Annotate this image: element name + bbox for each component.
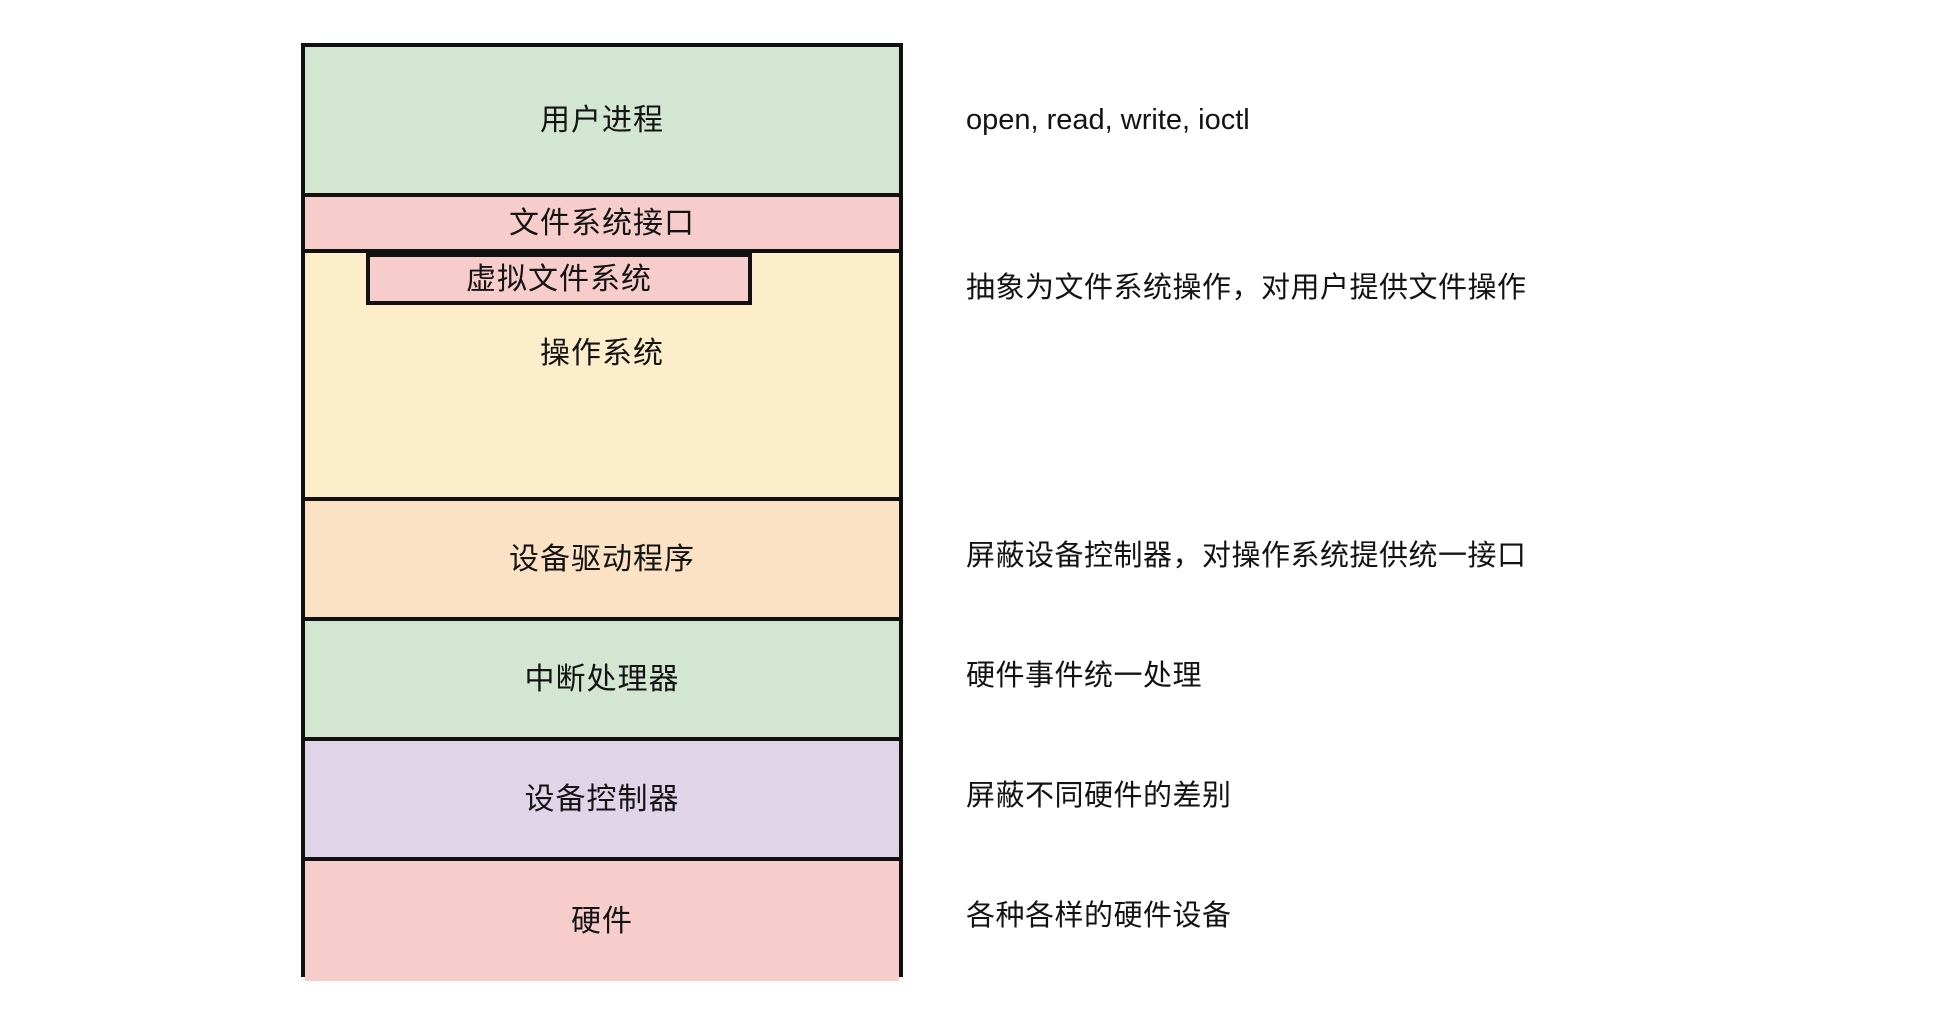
layer-device-controller[interactable]: 设备控制器 — [305, 741, 899, 861]
annotation-device-controller: 屏蔽不同硬件的差别 — [966, 780, 1232, 812]
layer-operating-system-label: 操作系统 — [540, 337, 664, 370]
layer-hardware-label: 硬件 — [571, 904, 633, 938]
layer-interrupt-handler-label: 中断处理器 — [524, 662, 680, 696]
annotation-user-process: open, read, write, ioctl — [966, 104, 1250, 136]
layer-device-driver-label: 设备驱动程序 — [509, 542, 695, 576]
layer-file-system-interface[interactable]: 文件系统接口 — [305, 197, 899, 253]
layer-virtual-file-system-label: 虚拟文件系统 — [466, 262, 652, 296]
annotation-interrupt-handler: 硬件事件统一处理 — [966, 660, 1203, 692]
layer-device-driver[interactable]: 设备驱动程序 — [305, 501, 899, 621]
layer-virtual-file-system[interactable]: 虚拟文件系统 — [366, 253, 752, 305]
layer-user-process[interactable]: 用户进程 — [305, 47, 899, 197]
annotation-hardware: 各种各样的硬件设备 — [966, 900, 1232, 932]
layer-device-controller-label: 设备控制器 — [524, 782, 680, 816]
annotation-device-driver: 屏蔽设备控制器，对操作系统提供统一接口 — [966, 540, 1527, 572]
annotation-virtual-file-system: 抽象为文件系统操作，对用户提供文件操作 — [966, 272, 1527, 304]
layer-file-system-interface-label: 文件系统接口 — [509, 206, 695, 240]
layer-user-process-label: 用户进程 — [540, 103, 664, 137]
layer-interrupt-handler[interactable]: 中断处理器 — [305, 621, 899, 741]
layer-hardware[interactable]: 硬件 — [305, 861, 899, 981]
layer-stack: 用户进程 文件系统接口 操作系统 虚拟文件系统 设备驱动程序 中断处理器 设备控… — [301, 43, 903, 981]
